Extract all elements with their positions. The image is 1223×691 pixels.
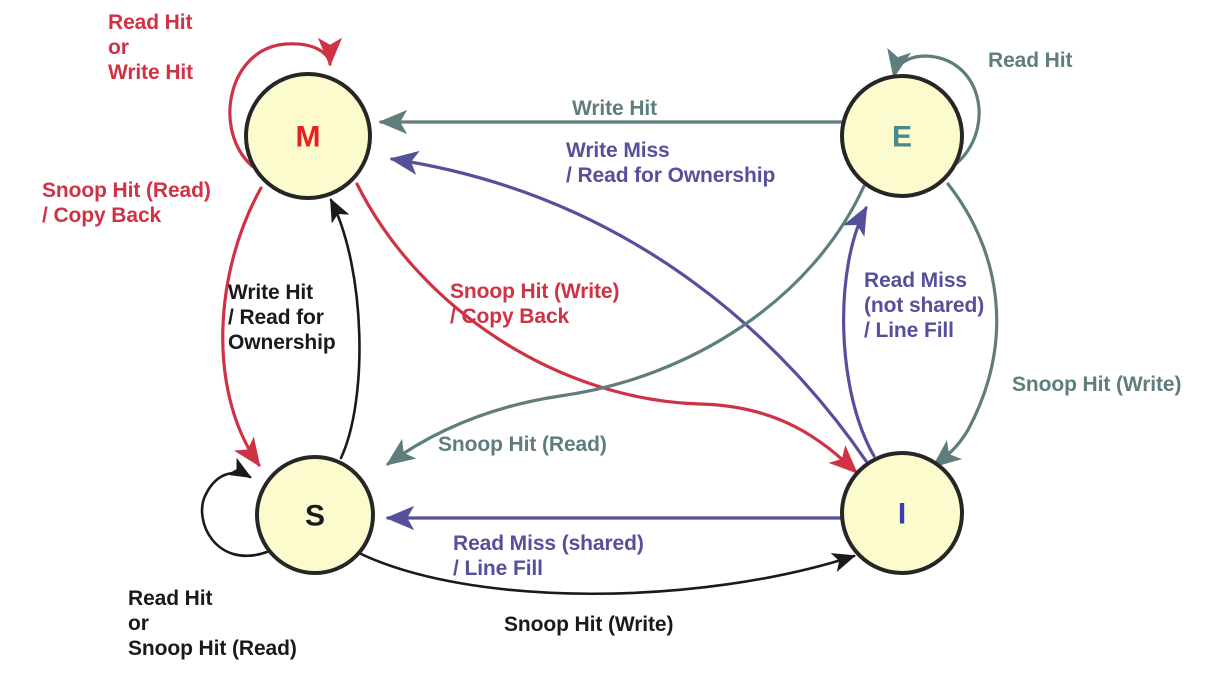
svg-text:I: I [898, 498, 906, 531]
edge-e-to-s [385, 184, 866, 466]
edge-m-to-i [355, 182, 858, 474]
edge-e-self-loop [887, 47, 981, 165]
edge-e-to-i [932, 182, 999, 468]
edge-i-to-m [389, 150, 868, 463]
label-s-to-i: Snoop Hit (Write) [504, 613, 674, 636]
label-m-self-loop: Read Hit or Write Hit [108, 11, 194, 84]
label-i-to-s: Read Miss (shared) / Line Fill [453, 532, 644, 580]
edge-i-to-e [842, 205, 876, 458]
svg-text:S: S [305, 500, 325, 533]
label-s-to-m: Write Hit / Read for Ownership [228, 281, 336, 354]
label-m-to-s: Snoop Hit (Read) / Copy Back [42, 179, 211, 227]
label-m-to-i: Snoop Hit (Write) / Copy Back [450, 280, 620, 328]
label-e-to-m: Write Hit [572, 97, 658, 120]
label-i-to-m: Write Miss / Read for Ownership [566, 139, 776, 187]
label-i-to-e: Read Miss (not shared) / Line Fill [864, 269, 985, 342]
label-e-to-s: Snoop Hit (Read) [438, 433, 607, 456]
label-e-to-i: Snoop Hit (Write) [1012, 373, 1182, 396]
node-s[interactable]: S [255, 455, 375, 575]
edge-s-to-m [329, 198, 361, 460]
node-m[interactable]: M [244, 72, 372, 200]
edge-s-to-i [355, 550, 856, 596]
svg-text:E: E [892, 121, 912, 154]
edge-s-self-loop [200, 457, 269, 558]
node-i[interactable]: I [840, 451, 964, 575]
svg-text:M: M [296, 121, 321, 154]
node-e[interactable]: E [840, 74, 964, 198]
label-s-self-loop: Read Hit or Snoop Hit (Read) [128, 587, 297, 660]
edge-m-self-loop [228, 37, 343, 168]
label-e-self-loop: Read Hit [988, 49, 1073, 72]
edge-m-to-s [221, 186, 263, 468]
